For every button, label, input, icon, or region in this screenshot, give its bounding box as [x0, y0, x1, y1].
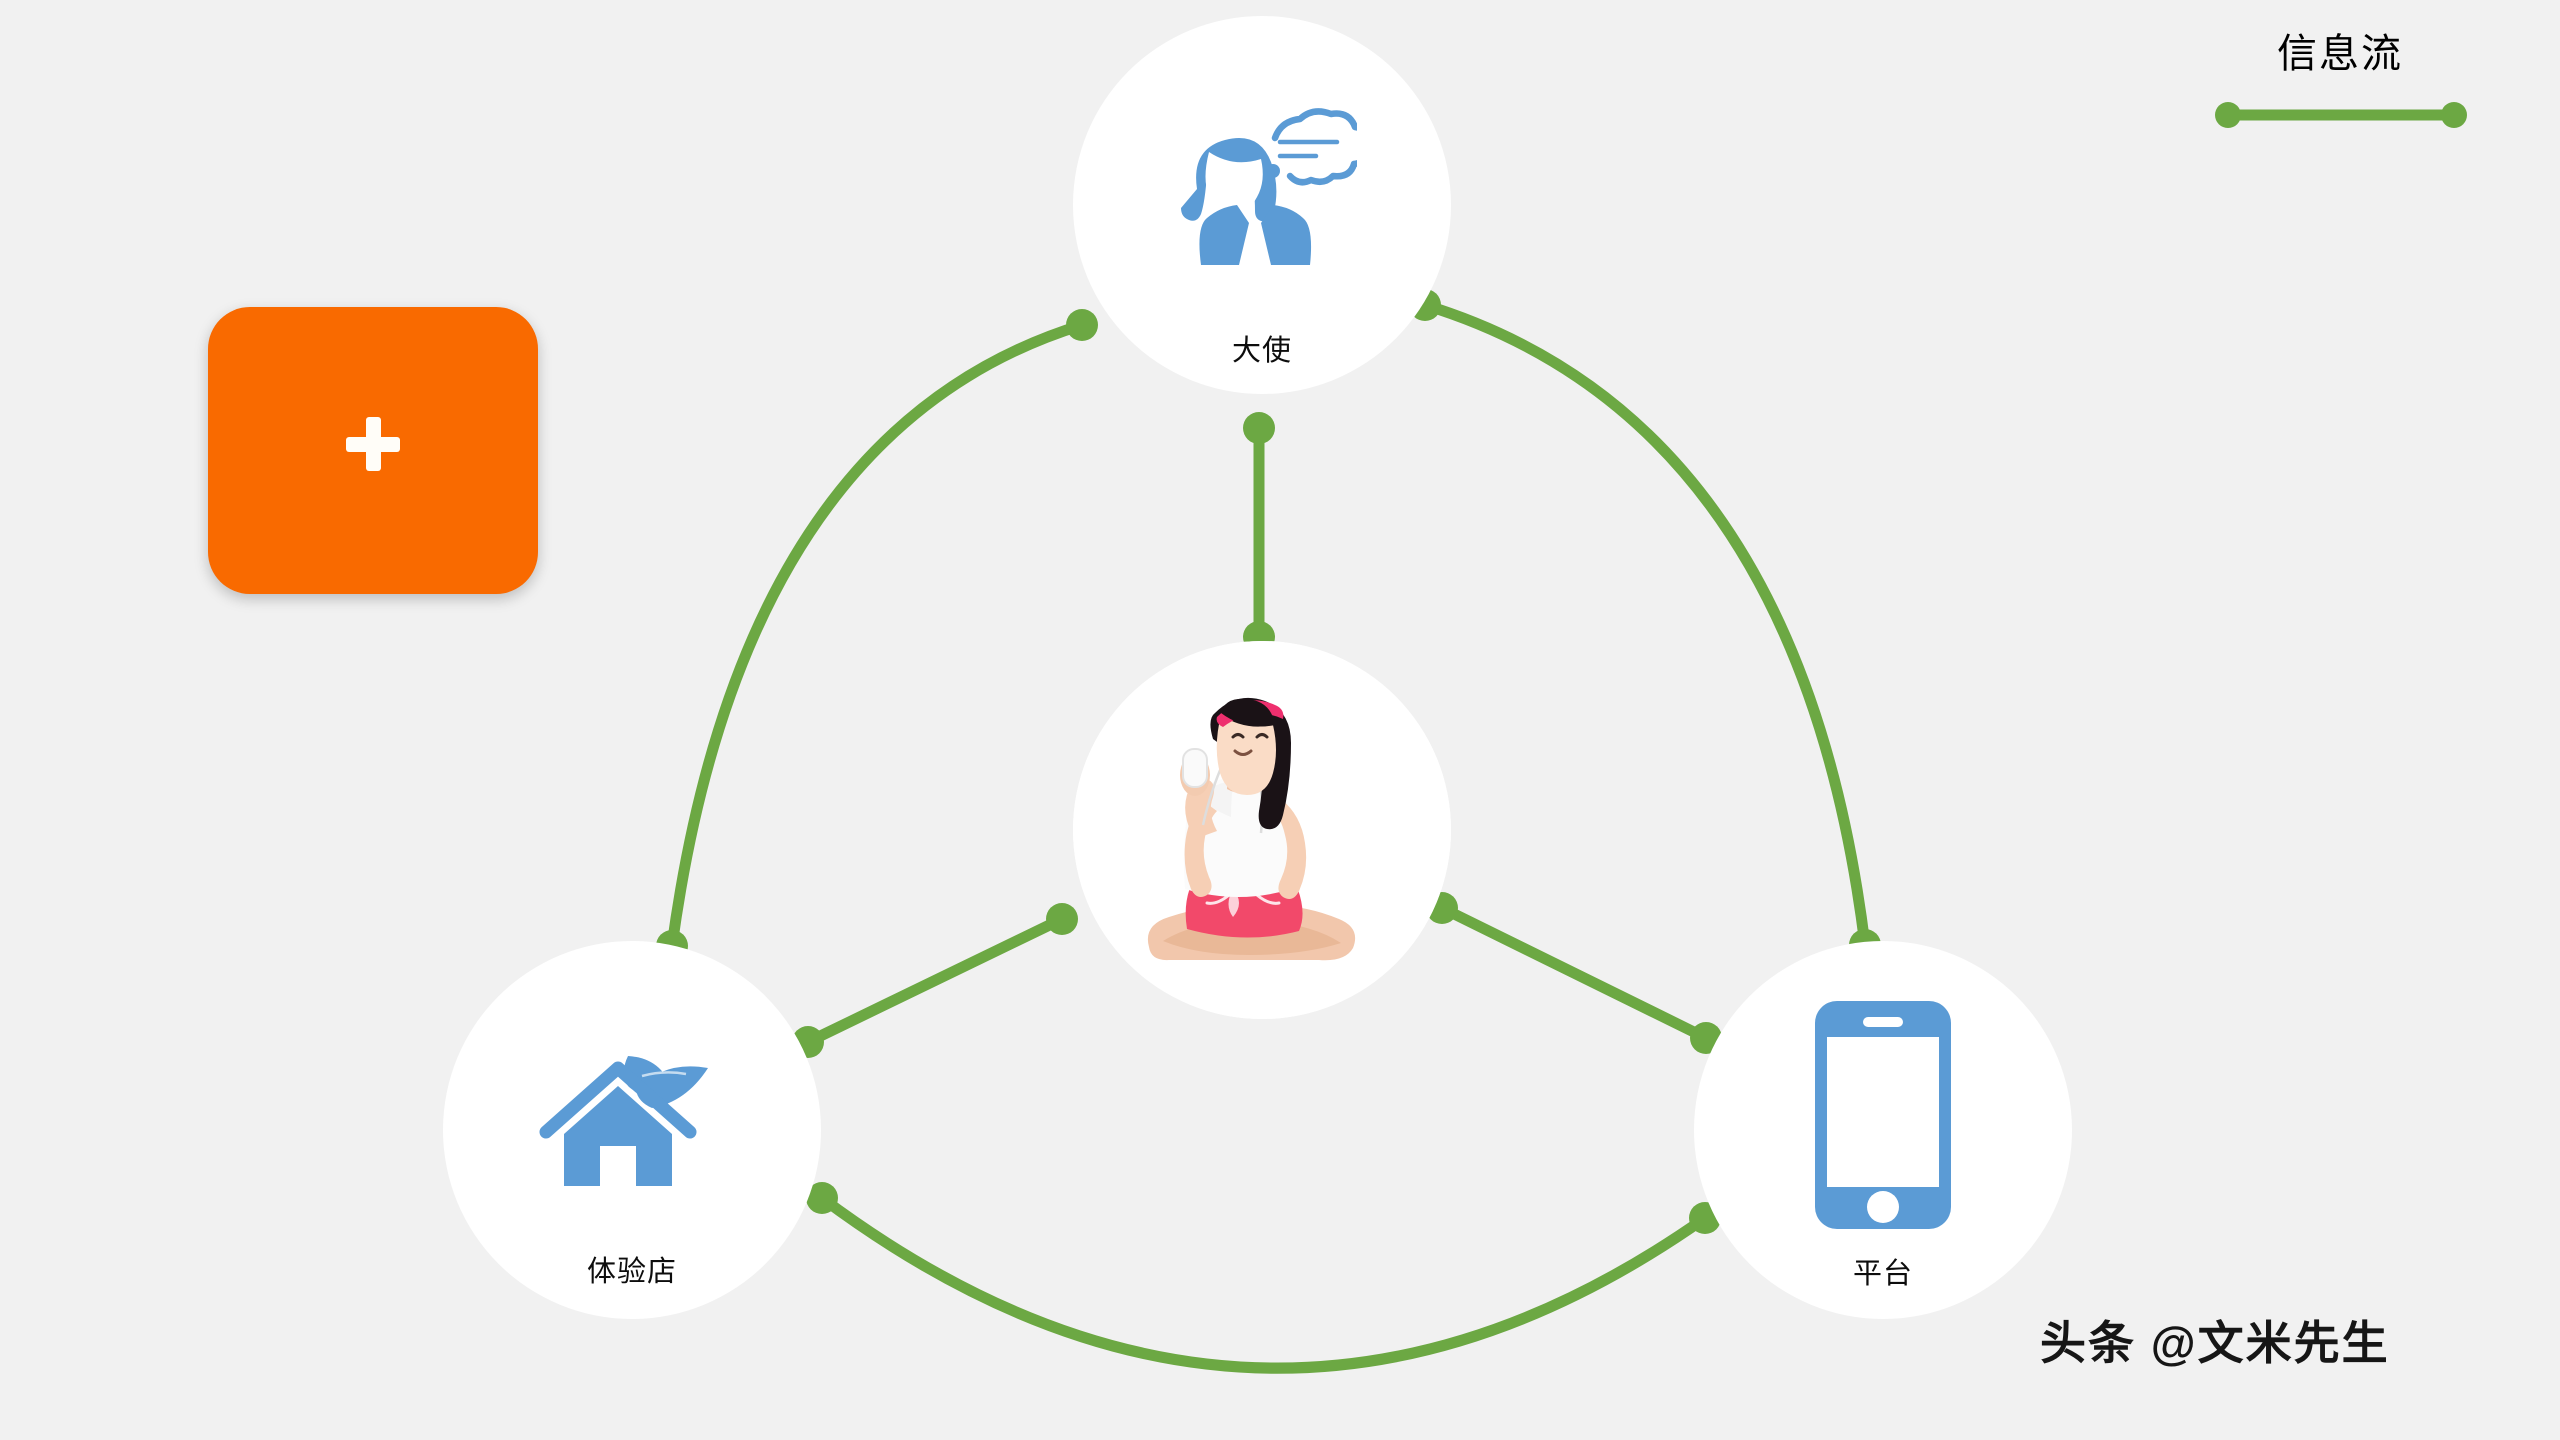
edge-dot-ambassador-consumer-start — [1243, 412, 1275, 444]
watermark: 头条 @文米先生 — [2040, 1317, 2390, 1369]
edge-ambassador-store — [666, 319, 1088, 952]
node-label-ambassador: 大使 — [1231, 335, 1292, 367]
edge-store-consumer — [802, 913, 1068, 1048]
node-ambassador[interactable]: 大使 — [1073, 16, 1451, 394]
seated-woman-photo — [1073, 641, 1451, 1019]
house-with-leaves-icon — [532, 1028, 732, 1203]
person-thinking-icon — [1167, 105, 1374, 270]
node-label-store: 体验店 — [586, 1256, 677, 1288]
legend: 信息流 — [2195, 30, 2485, 140]
add-button[interactable] — [208, 307, 538, 594]
edge-ambassador-platform — [1419, 299, 1871, 951]
node-store[interactable]: 体验店 — [443, 941, 821, 1319]
edge-store-platform — [816, 1192, 1711, 1374]
smartphone-icon — [1813, 999, 1953, 1236]
node-label-platform: 平台 — [1852, 1258, 1913, 1290]
node-consumer[interactable] — [1073, 641, 1451, 1019]
plus-icon — [346, 416, 400, 471]
node-platform[interactable]: 平台 — [1694, 941, 2072, 1319]
legend-title: 信息流 — [2277, 32, 2403, 76]
edge-consumer-platform — [1436, 902, 1712, 1044]
dotted-line-swatch — [2215, 102, 2467, 128]
